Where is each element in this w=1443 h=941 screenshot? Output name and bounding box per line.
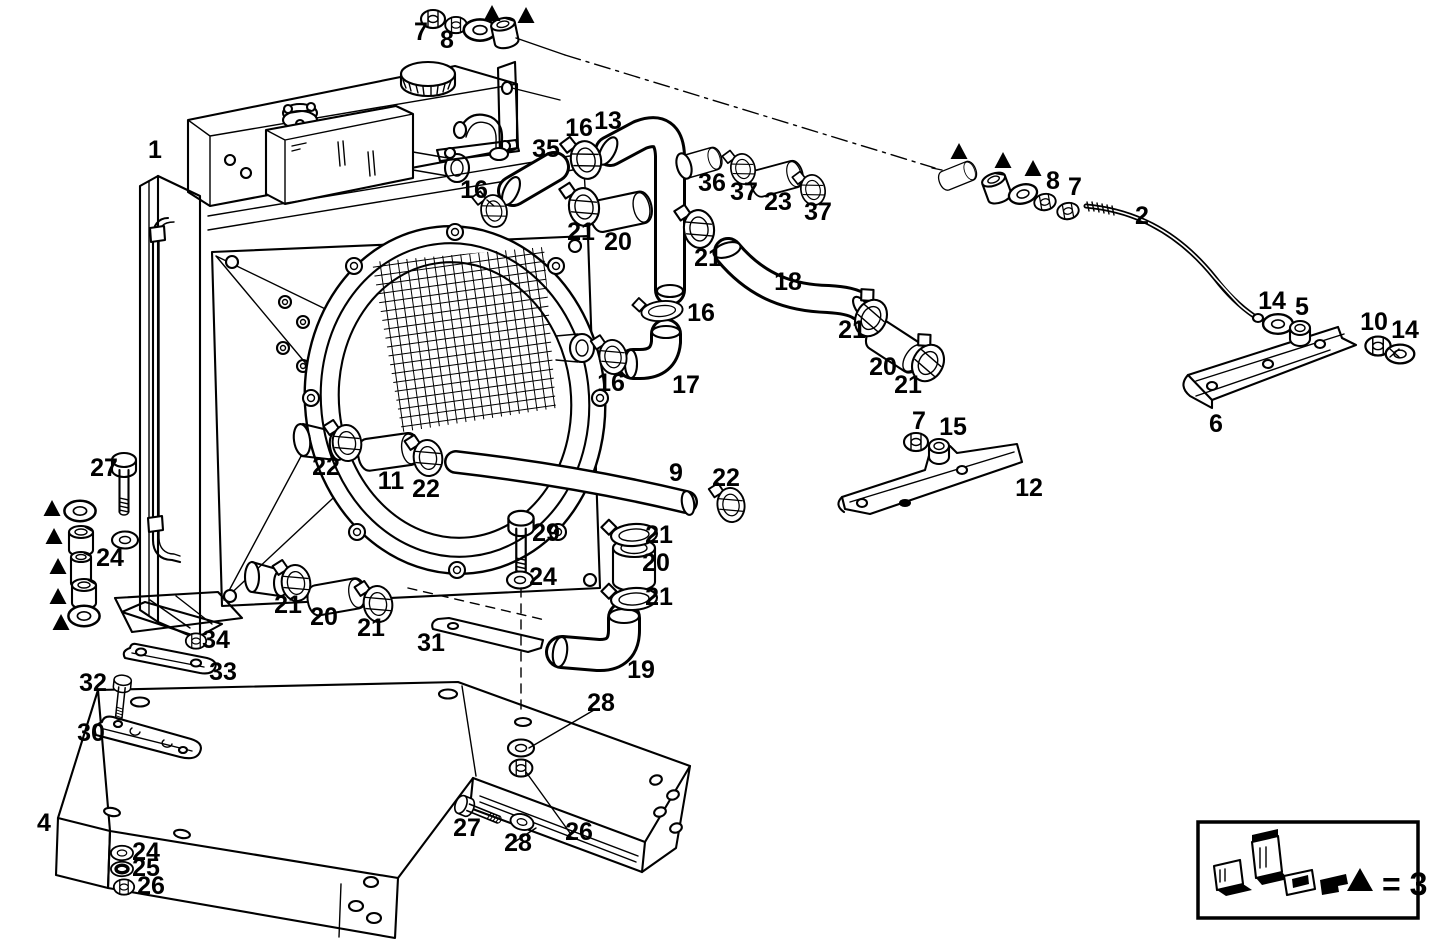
part-callout-5: 5 [1295, 293, 1309, 321]
part-callout-7: 7 [414, 18, 428, 46]
part-callout-25: 25 [132, 854, 160, 882]
part-callout-15: 15 [939, 413, 967, 441]
part-callout-26: 26 [565, 818, 593, 846]
part-callout-21: 21 [838, 316, 866, 344]
triangle-marker [43, 500, 61, 516]
part-callout-19: 19 [627, 656, 655, 684]
part-callout-21: 21 [567, 218, 595, 246]
part-callout-14: 14 [1258, 287, 1286, 315]
triangle-marker [45, 528, 63, 544]
fittings [63, 8, 1416, 896]
part-callout-32: 32 [79, 669, 107, 697]
part-callout-6: 6 [1209, 410, 1223, 438]
part-callout-16: 16 [597, 369, 625, 397]
part-callout-22: 22 [712, 464, 740, 492]
part-callout-11: 11 [378, 467, 405, 495]
part-callout-23: 23 [764, 188, 792, 216]
part-callout-20: 20 [642, 549, 670, 577]
triangle-marker [49, 558, 67, 574]
triangle-marker [483, 5, 501, 21]
part-callout-26: 26 [137, 872, 165, 900]
part-callout-30: 30 [77, 719, 105, 747]
part-callout-31: 31 [417, 629, 445, 657]
part-callout-21: 21 [645, 583, 673, 611]
triangle-marker [517, 7, 535, 23]
triangle-marker [994, 152, 1012, 168]
part-callout-16: 16 [687, 299, 715, 327]
part-callout-22: 22 [412, 475, 440, 503]
legend-equals-text: = 3 [1382, 866, 1427, 902]
part-callout-8: 8 [440, 26, 454, 54]
part-callout-34: 34 [202, 626, 230, 654]
triangle-marker [950, 143, 968, 159]
part-callout-24: 24 [96, 544, 124, 572]
part-callout-4: 4 [37, 809, 51, 837]
part-callout-37: 37 [804, 198, 832, 226]
part-callout-9: 9 [669, 459, 683, 487]
part-callout-27: 27 [90, 454, 118, 482]
part-callout-24: 24 [529, 563, 557, 591]
part-callout-37: 37 [730, 178, 758, 206]
part-callout-13: 13 [594, 107, 622, 135]
triangle-marker [49, 588, 67, 604]
triangle-marker [1024, 160, 1042, 176]
part-callout-21: 21 [645, 521, 673, 549]
part-callout-21: 21 [694, 244, 722, 272]
part-callout-36: 36 [698, 169, 726, 197]
part-callout-28: 28 [587, 689, 615, 717]
part-callout-12: 12 [1015, 474, 1043, 502]
part-callout-35: 35 [532, 135, 560, 163]
radiator-assembly [113, 60, 610, 642]
legend-triangle-icon [1347, 868, 1373, 891]
part-callout-7: 7 [1068, 173, 1082, 201]
part-callout-16: 16 [460, 176, 488, 204]
part-callout-29: 29 [532, 519, 560, 547]
legend-box: = 3 [1196, 820, 1427, 920]
part-callout-33: 33 [209, 658, 237, 686]
part-callout-27: 27 [453, 814, 481, 842]
triangle-markers-layer [43, 5, 1042, 630]
part-callout-1: 1 [148, 136, 162, 164]
part-callout-20: 20 [310, 603, 338, 631]
part-callout-24: 24 [132, 838, 160, 866]
part-callout-20: 20 [604, 228, 632, 256]
brackets [93, 325, 1358, 760]
part-callout-14: 14 [1391, 316, 1419, 344]
part-callout-8: 8 [1046, 167, 1060, 195]
part-callout-22: 22 [312, 453, 340, 481]
mounting-frame [54, 680, 692, 940]
part-callout-18: 18 [774, 268, 802, 296]
part-callout-28: 28 [504, 829, 532, 857]
part-callout-17: 17 [672, 371, 700, 399]
part-callout-7: 7 [912, 407, 926, 435]
mount-kit-pictogram [1212, 829, 1348, 897]
part-callout-21: 21 [894, 371, 922, 399]
part-callout-10: 10 [1360, 308, 1388, 336]
triangle-marker [52, 614, 70, 630]
part-callout-21: 21 [274, 591, 302, 619]
leader-lines [407, 54, 936, 844]
part-callout-20: 20 [869, 353, 897, 381]
part-callout-2: 2 [1135, 202, 1149, 230]
part-callout-21: 21 [357, 614, 385, 642]
part-callout-16: 16 [565, 114, 593, 142]
